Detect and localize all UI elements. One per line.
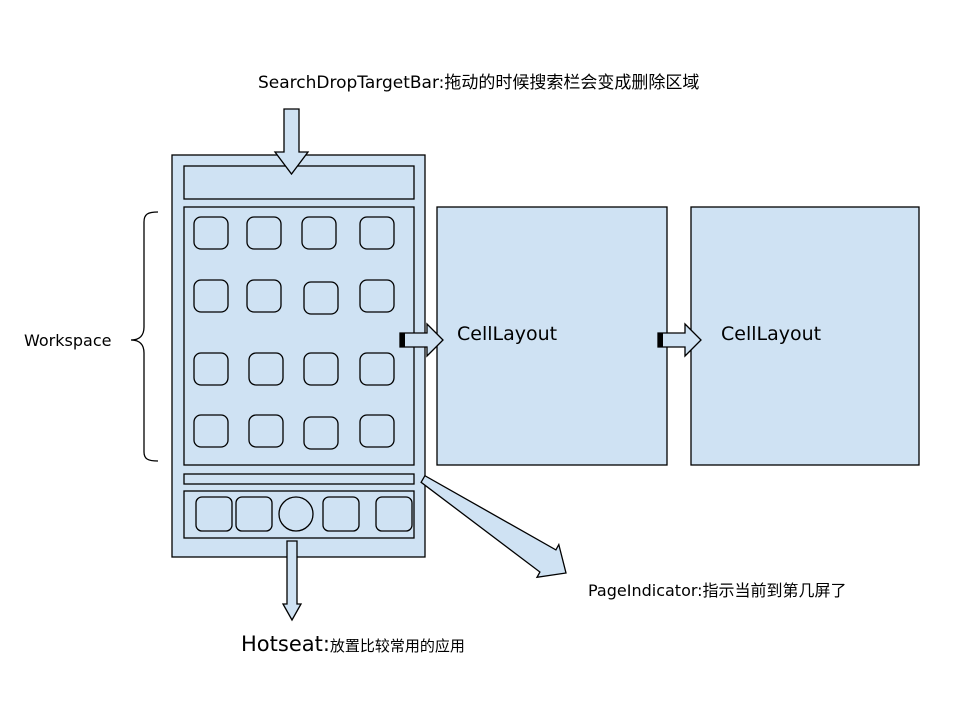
app-icon <box>248 414 284 448</box>
arrow-tail-1 <box>400 333 405 347</box>
app-icon <box>359 414 395 448</box>
cell-layout-2-label: CellLayout <box>721 323 822 345</box>
hotseat-icon <box>322 496 360 532</box>
all-apps-icon <box>278 496 314 532</box>
app-icon <box>246 279 282 313</box>
hotseat-icons <box>195 496 413 532</box>
search-bar-arrow <box>273 108 310 176</box>
hotseat-arrow <box>281 540 303 622</box>
page-indicator-label: PageIndicator:指示当前到第几屏了 <box>588 581 847 600</box>
arrow-tail-2 <box>658 333 663 347</box>
page-indicator-arrow <box>420 474 567 579</box>
app-icon <box>193 414 229 448</box>
app-icon <box>301 216 337 250</box>
workspace-brace <box>130 211 159 462</box>
app-icon <box>359 279 395 313</box>
cell-layout-1 <box>436 206 668 466</box>
app-icon <box>193 279 229 313</box>
hotseat-icon <box>195 496 233 532</box>
workspace-label: Workspace <box>24 331 112 350</box>
app-icon <box>248 352 284 386</box>
app-icon <box>359 352 395 386</box>
app-icon <box>359 216 395 250</box>
app-icon <box>246 216 282 250</box>
cell-layout-1-label: CellLayout <box>457 323 558 345</box>
search-drop-target-bar <box>183 165 415 200</box>
app-icon <box>193 352 229 386</box>
cell-layout-2 <box>690 206 920 466</box>
app-icon <box>303 281 339 315</box>
app-icon <box>193 216 229 250</box>
app-icon-grid <box>193 216 395 450</box>
page-indicator-bar <box>183 473 415 485</box>
search-drop-target-bar-label: SearchDropTargetBar:拖动的时候搜索栏会变成删除区域 <box>258 73 700 93</box>
hotseat-desc: 放置比较常用的应用 <box>329 637 465 655</box>
app-icon <box>303 352 339 386</box>
hotseat-label: Hotseat:放置比较常用的应用 <box>241 632 465 656</box>
hotseat-icon <box>375 496 413 532</box>
hotseat-icon <box>235 496 273 532</box>
hotseat-name: Hotseat: <box>241 632 330 656</box>
app-icon <box>303 416 339 450</box>
